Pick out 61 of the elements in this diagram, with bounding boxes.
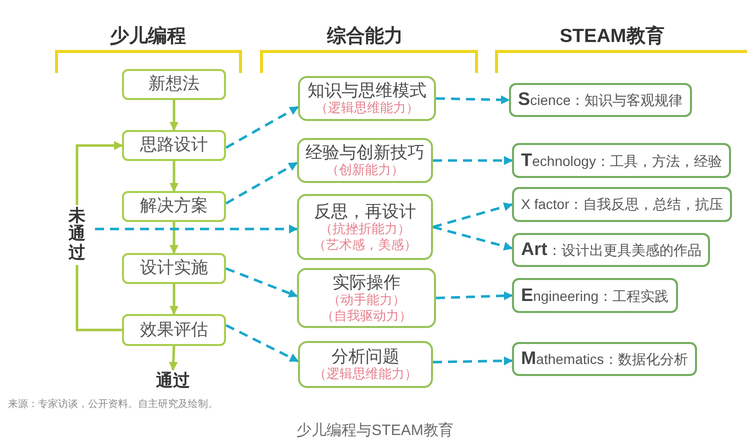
ability-subtitle: （艺术感，美感） xyxy=(313,236,417,252)
column-heading: STEAM教育 xyxy=(560,26,664,49)
subject-label: X factor：自我反思，总结，抗压 xyxy=(521,196,724,213)
subject-label: Technology：工具，方法，经验 xyxy=(521,150,722,172)
arrow xyxy=(170,161,178,192)
subject-box xyxy=(512,187,732,222)
column-heading: 综合能力 xyxy=(327,26,403,49)
caption: 少儿编程与STEAM教育 xyxy=(296,422,454,440)
subject-box xyxy=(509,83,692,117)
ability-subtitle: （抗挫折能力） xyxy=(320,221,410,237)
process-box xyxy=(122,314,226,346)
ability-subtitle: （逻辑思维能力） xyxy=(314,366,418,382)
dashed-arrow xyxy=(225,324,299,362)
subject-box xyxy=(512,233,710,267)
arrow xyxy=(170,100,178,131)
process-label: 思路设计 xyxy=(140,135,208,156)
dashed-arrow xyxy=(432,226,513,251)
process-label: 新想法 xyxy=(148,74,200,95)
subject-box xyxy=(512,143,731,178)
dashed-arrow xyxy=(436,95,510,104)
process-label: 设计实施 xyxy=(140,258,208,279)
process-label: 效果评估 xyxy=(140,320,208,340)
ability-box xyxy=(297,194,433,260)
ability-box xyxy=(298,76,436,121)
column-heading: 少儿编程 xyxy=(110,26,186,49)
edge-label: 未通过 xyxy=(68,204,86,265)
ability-subtitle: （自我驱动力） xyxy=(321,308,412,324)
process-box xyxy=(122,191,226,222)
dashed-arrow xyxy=(432,202,513,228)
arrow xyxy=(170,222,178,254)
process-box xyxy=(122,130,226,161)
subject-box xyxy=(512,342,697,376)
subject-label: Science：知识与客观规律 xyxy=(518,89,683,111)
dashed-arrow xyxy=(226,267,298,298)
ability-subtitle: （动手能力） xyxy=(328,292,406,308)
subject-label: Mathematics：数据化分析 xyxy=(521,348,688,370)
subject-label: Engineering：工程实践 xyxy=(521,284,669,306)
arrow xyxy=(170,284,178,315)
ability-title: 知识与思维模式 xyxy=(308,80,426,100)
ability-subtitle: （创新能力） xyxy=(326,162,404,178)
ability-title: 经验与创新技巧 xyxy=(306,142,424,162)
ability-box xyxy=(297,268,436,328)
dashed-arrow xyxy=(432,356,513,366)
dashed-arrow xyxy=(225,106,299,149)
dashed-arrow xyxy=(433,156,513,165)
arrow xyxy=(168,346,178,371)
ability-title: 分析问题 xyxy=(332,346,400,366)
outcome-label: 通过 xyxy=(156,370,190,392)
process-label: 解决方案 xyxy=(140,196,208,217)
ability-title: 反思，再设计 xyxy=(314,202,416,222)
ability-box xyxy=(297,138,433,183)
subject-box xyxy=(512,278,678,313)
process-box xyxy=(122,253,226,284)
process-box xyxy=(122,69,226,100)
ability-title: 实际操作 xyxy=(332,272,400,292)
subject-label: Art：设计出更具美感的作品 xyxy=(521,239,702,261)
ability-subtitle: （逻辑思维能力） xyxy=(315,100,419,116)
source-note: 来源：专家访谈，公开资料。自主研究及绘制。 xyxy=(8,399,218,411)
dashed-arrow xyxy=(436,291,513,300)
ability-box xyxy=(298,341,433,388)
dashed-arrow xyxy=(95,224,298,234)
